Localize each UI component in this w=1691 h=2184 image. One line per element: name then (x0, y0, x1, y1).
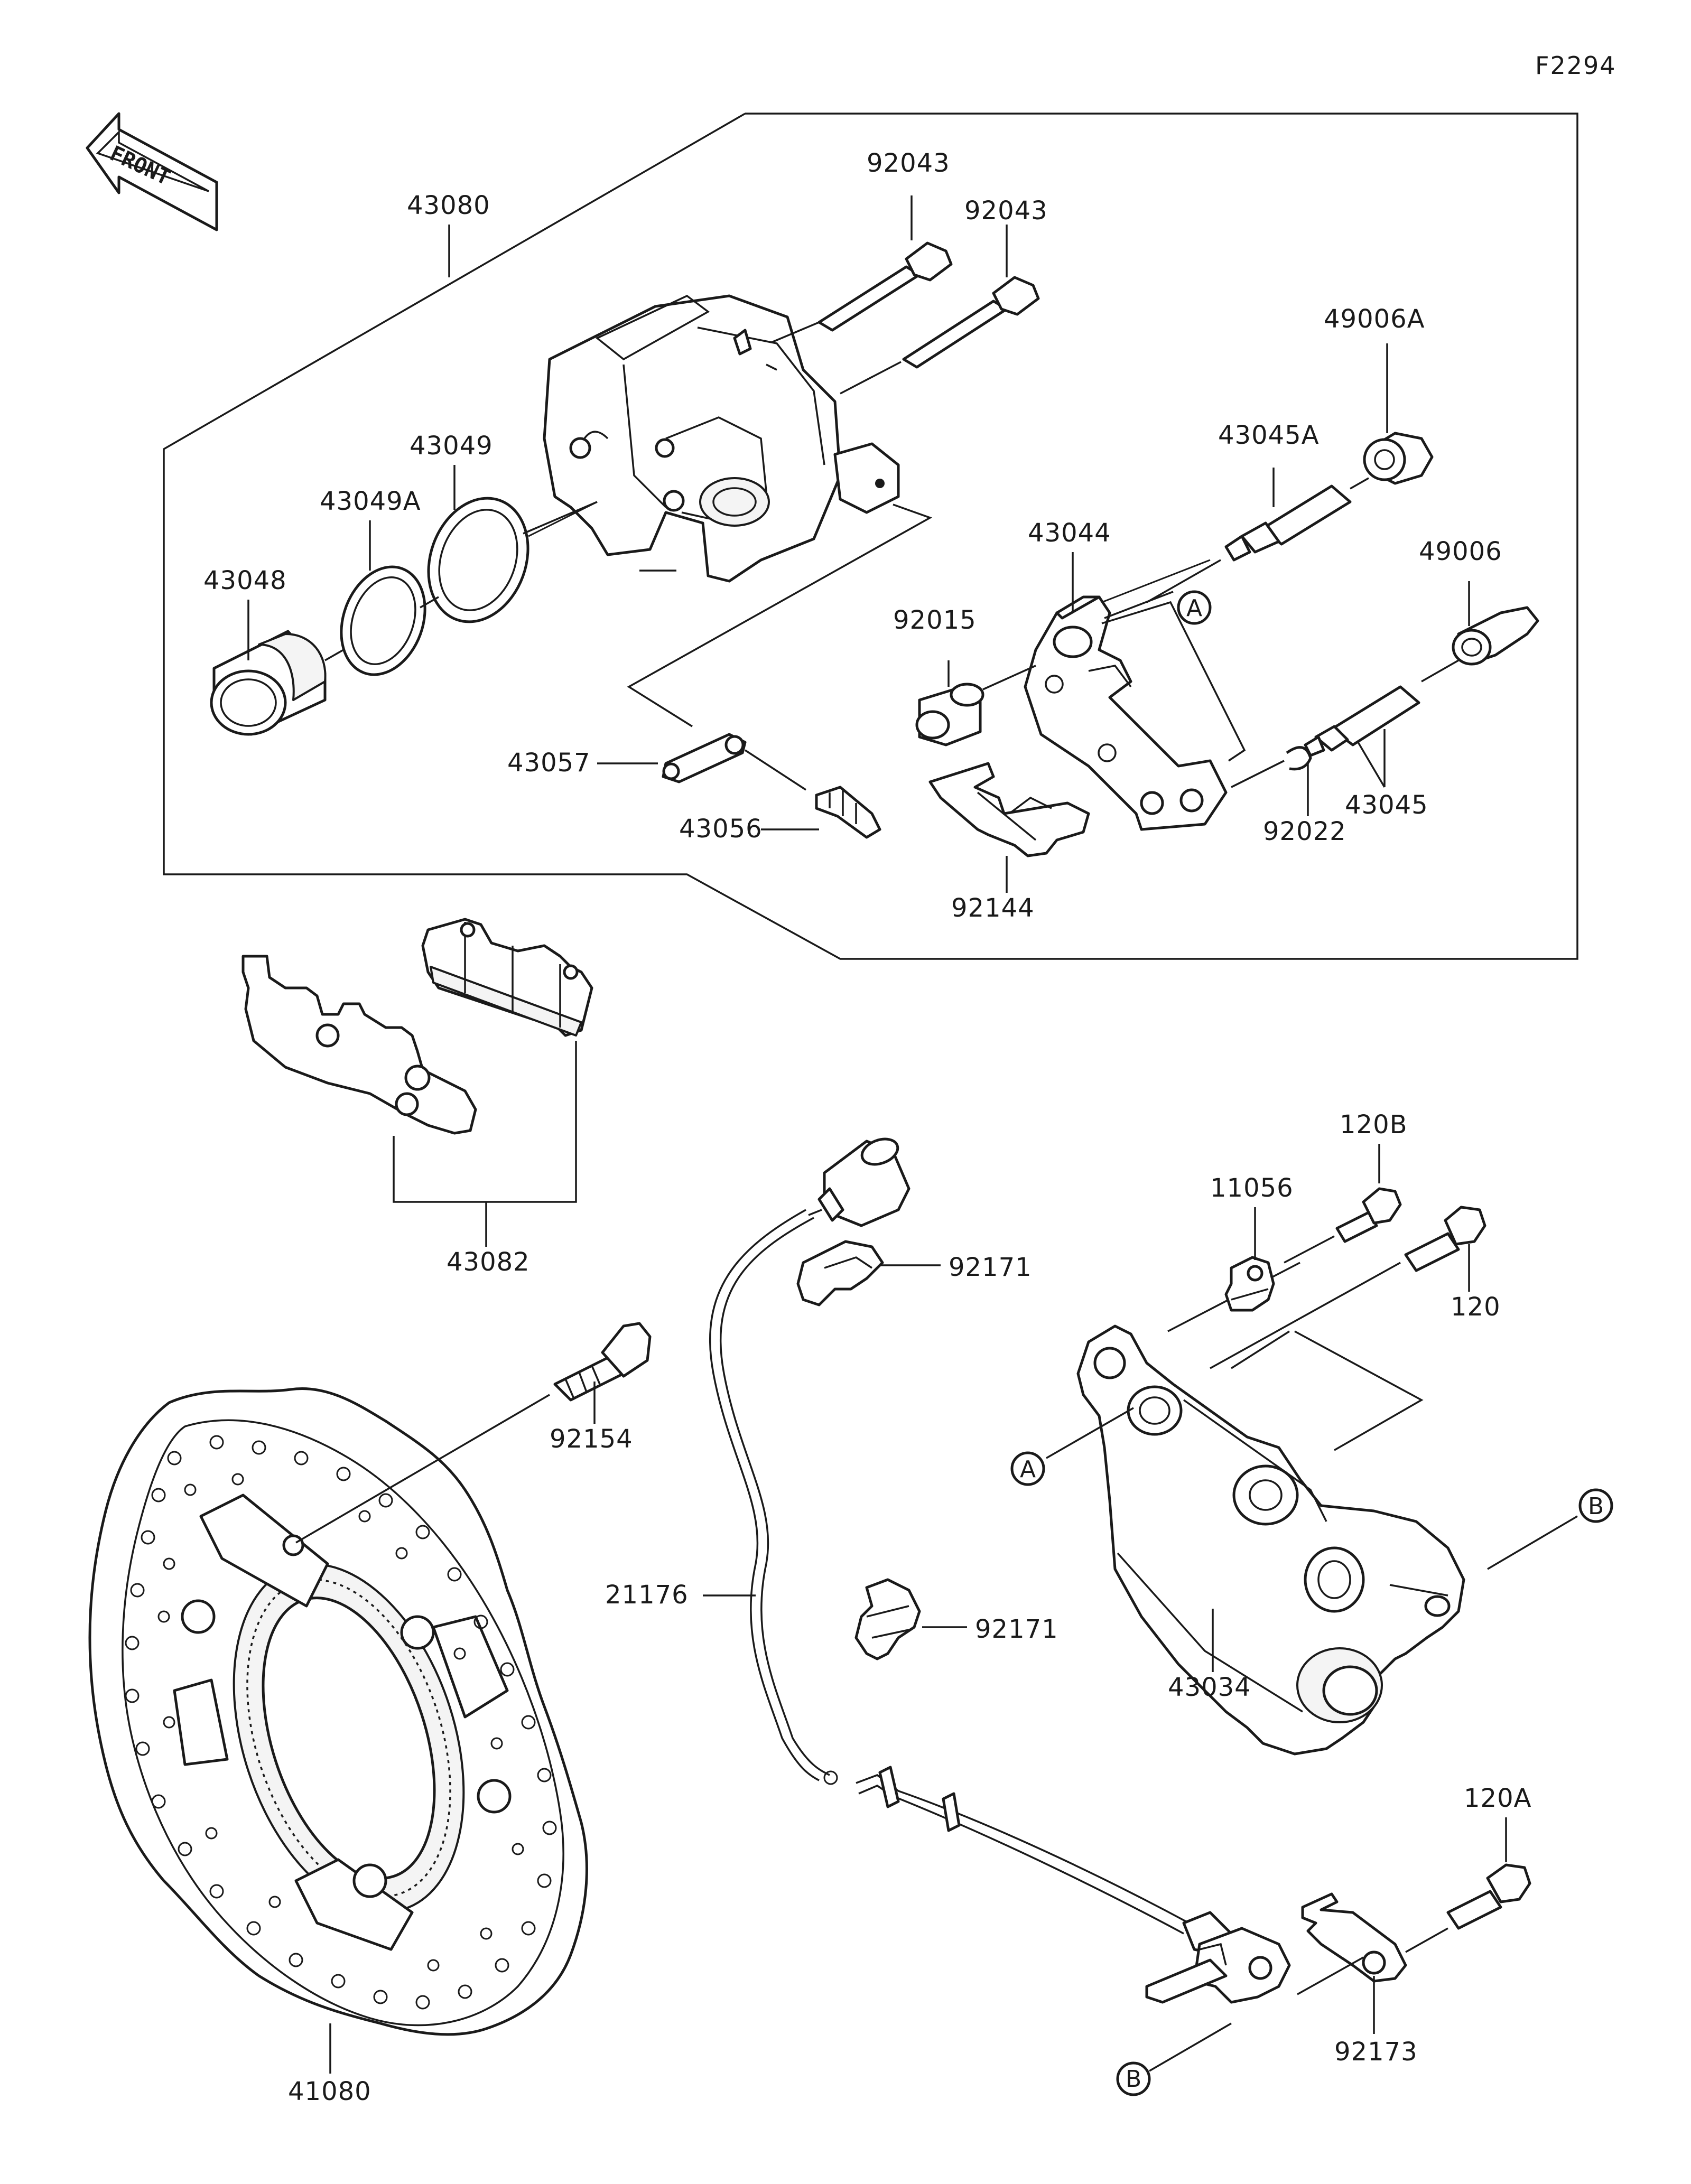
label-120: 120 (1451, 1292, 1501, 1322)
label-43049: 43049 (410, 431, 493, 461)
label-43057: 43057 (507, 748, 591, 778)
label-92171-a: 92171 (949, 1253, 1032, 1282)
piston-43048 (210, 630, 327, 736)
boot-49006A (1363, 432, 1434, 485)
label-43045A: 43045A (1218, 421, 1320, 450)
part-number-labels: 43080 92043 92043 49006A 43045A 43049 43… (203, 148, 1531, 2106)
clamp-92171-b (854, 1578, 921, 1660)
label-92043-b: 92043 (964, 196, 1048, 226)
bolt-120B (1335, 1187, 1402, 1243)
pad-spring-92144 (928, 762, 1090, 857)
label-43082: 43082 (447, 1247, 530, 1277)
callout-b-bottom (1116, 2061, 1151, 2096)
caliper-assembly-frame (163, 113, 1578, 960)
label-43044: 43044 (1028, 518, 1111, 548)
label-43049A: 43049A (320, 487, 421, 516)
label-41080: 41080 (288, 2077, 371, 2106)
callout-b-bottom-label: B (1126, 2066, 1141, 2093)
label-43080: 43080 (407, 191, 490, 220)
pin-43045 (1304, 685, 1420, 757)
seal-43049A (340, 565, 426, 676)
clamp-92171-a (796, 1240, 884, 1306)
brake-pads-43082 (241, 918, 593, 1135)
label-49006A: 49006A (1324, 304, 1425, 334)
bolt-120A (1446, 1863, 1531, 1930)
clip-92022 (1286, 746, 1312, 771)
caliper-body (543, 294, 900, 583)
pin-92043-a (817, 241, 953, 332)
label-43034: 43034 (1168, 1673, 1251, 1702)
label-92022: 92022 (1263, 817, 1346, 846)
label-49006: 49006 (1419, 537, 1502, 566)
label-43048: 43048 (203, 566, 287, 595)
label-92171-b: 92171 (975, 1614, 1058, 1644)
pin-92043-b (902, 276, 1040, 369)
abs-sensor-21176 (709, 1137, 1291, 2004)
label-92043-a: 92043 (867, 148, 950, 178)
caliper-mount-43034 (1076, 1324, 1465, 1756)
label-120A: 120A (1464, 1784, 1531, 1813)
pin-43045A (1224, 484, 1352, 562)
label-92015: 92015 (893, 605, 977, 635)
bolt-120 (1404, 1206, 1486, 1272)
figure-code: F2294 (1535, 51, 1616, 80)
callout-a-mount-label: A (1020, 1456, 1036, 1483)
boot-49006 (1452, 606, 1539, 666)
label-21176: 21176 (605, 1580, 689, 1610)
bleeder-cap-43057 (662, 733, 747, 783)
bracket-11056 (1224, 1256, 1275, 1312)
bracket-92173 (1301, 1892, 1407, 1983)
label-92144: 92144 (951, 893, 1035, 923)
label-43056: 43056 (679, 814, 763, 844)
label-11056: 11056 (1210, 1173, 1294, 1203)
bleeder-valve-43056 (815, 786, 881, 839)
bracket-43044 (1024, 595, 1228, 831)
callout-a-top (1177, 590, 1212, 625)
label-43045: 43045 (1345, 790, 1428, 820)
callout-b-mount (1578, 1488, 1613, 1523)
front-arrow-icon: FRONT (86, 112, 218, 231)
callout-a-mount (1010, 1451, 1045, 1486)
callout-b-mount-label: B (1588, 1493, 1604, 1520)
brake-disc-41080 (88, 1387, 588, 2036)
sleeve-92015 (915, 683, 984, 746)
label-120B: 120B (1340, 1110, 1408, 1140)
disc-bolt-92154 (553, 1322, 652, 1402)
callout-a-top-label: A (1186, 595, 1202, 622)
label-92154: 92154 (550, 1424, 633, 1454)
seal-43049 (427, 497, 529, 623)
label-92173: 92173 (1334, 2037, 1418, 2067)
